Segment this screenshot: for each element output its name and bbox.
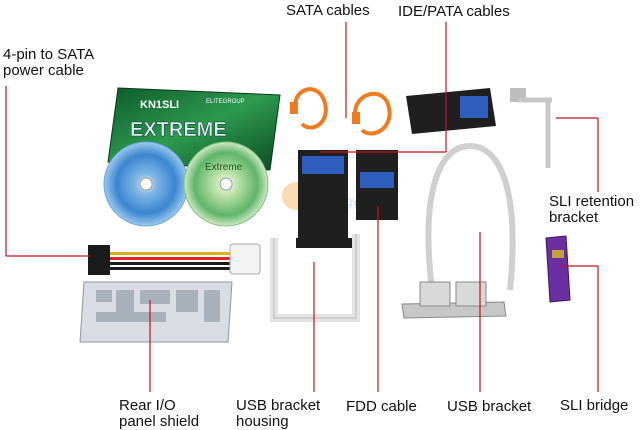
disc-text: Extreme bbox=[205, 162, 243, 173]
sata-cables bbox=[290, 87, 392, 136]
usb-bracket bbox=[401, 142, 516, 319]
label-sli-bridge: SLI bridge bbox=[560, 397, 629, 414]
sli-retention-bracket bbox=[510, 88, 552, 168]
sli-bridge bbox=[545, 235, 571, 303]
label-ide-pata-cables: IDE/PATA cables bbox=[398, 3, 510, 20]
label-rear-io-panel-shield: Rear I/O panel shield bbox=[119, 397, 200, 430]
label-sata-power-cable: 4-pin to SATA power cable bbox=[3, 46, 95, 79]
sata-power-cable bbox=[88, 243, 261, 275]
label-fdd-cable: FDD cable bbox=[346, 398, 417, 415]
usb-bracket-housing bbox=[270, 234, 360, 322]
leader-lines bbox=[5, 22, 599, 392]
label-usb-bracket-housing: USB bracket housing bbox=[236, 397, 321, 430]
label-sli-retention-bracket: SLI retention bracket bbox=[549, 193, 635, 226]
label-sata-cables: SATA cables bbox=[286, 2, 370, 19]
box-logo-text: EXTREME bbox=[130, 119, 227, 141]
rear-io-shield bbox=[79, 281, 233, 343]
box-model-text: KN1SLI bbox=[140, 99, 179, 111]
ide-pata-cables bbox=[296, 88, 496, 248]
label-usb-bracket: USB bracket bbox=[447, 398, 532, 415]
driver-cd-pack: KN1SLI ELITEGROUP EXTREME Extreme bbox=[103, 87, 281, 227]
fdd-cable bbox=[356, 150, 398, 220]
box-brand-text: ELITEGROUP bbox=[206, 99, 245, 105]
